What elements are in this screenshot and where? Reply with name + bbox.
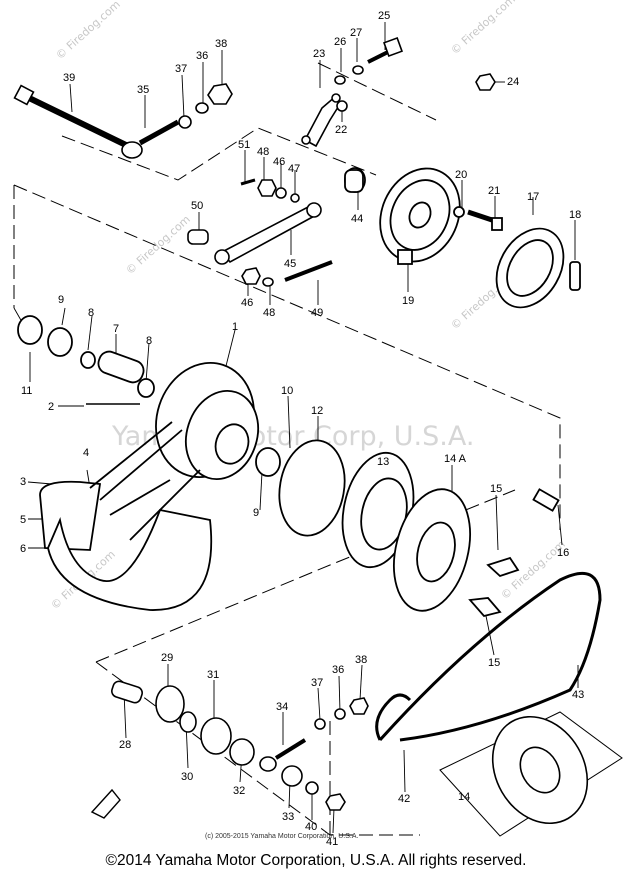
callout-33: 33 bbox=[282, 811, 294, 823]
callout-39: 39 bbox=[63, 72, 75, 84]
firedog-watermark: © Firedog.com bbox=[448, 0, 517, 57]
callout-37: 37 bbox=[175, 63, 187, 75]
callout-36: 36 bbox=[196, 50, 208, 62]
callout-30: 30 bbox=[181, 771, 193, 783]
callout-42: 42 bbox=[398, 793, 410, 805]
callout-38: 38 bbox=[355, 654, 367, 666]
callout-19: 19 bbox=[402, 295, 414, 307]
callout-46: 46 bbox=[273, 156, 285, 168]
callout-32: 32 bbox=[233, 785, 245, 797]
callout-18: 18 bbox=[569, 209, 581, 221]
callout-5: 5 bbox=[20, 514, 26, 526]
callout-14: 14 bbox=[458, 791, 470, 803]
callout-14a: 14 A bbox=[444, 453, 467, 465]
callout-47: 47 bbox=[288, 163, 300, 175]
callout-10: 10 bbox=[281, 385, 293, 397]
callout-15: 15 bbox=[490, 483, 502, 495]
callout-41: 41 bbox=[326, 836, 338, 848]
wheel-hub bbox=[17, 315, 281, 481]
callout-34: 34 bbox=[276, 701, 288, 713]
callout-36: 36 bbox=[332, 664, 344, 676]
copyright-footer: ©2014 Yamaha Motor Corporation, U.S.A. A… bbox=[105, 852, 527, 869]
callout-13: 13 bbox=[377, 456, 389, 468]
callout-38: 38 bbox=[215, 38, 227, 50]
callout-11: 11 bbox=[21, 385, 32, 397]
drive-chain bbox=[375, 571, 602, 742]
front-axle-spacer-group bbox=[111, 680, 369, 811]
firedog-watermark: © Firedog.com bbox=[123, 213, 192, 277]
callout-28: 28 bbox=[119, 739, 131, 751]
callout-12: 12 bbox=[311, 405, 323, 417]
callout-1: 1 bbox=[232, 321, 238, 333]
callout-7: 7 bbox=[113, 323, 119, 335]
callout-45: 45 bbox=[284, 258, 296, 270]
alt-sprocket-inset bbox=[439, 711, 623, 837]
front-arrow-icon bbox=[90, 788, 121, 819]
callout-35: 35 bbox=[137, 84, 149, 96]
callout-6: 6 bbox=[20, 543, 26, 555]
callout-9: 9 bbox=[58, 294, 64, 306]
callout-26: 26 bbox=[334, 36, 346, 48]
callout-49: 49 bbox=[311, 307, 323, 319]
callout-31: 31 bbox=[207, 669, 219, 681]
callout-48: 48 bbox=[257, 146, 269, 158]
callout-22: 22 bbox=[335, 124, 347, 136]
callout-29: 29 bbox=[161, 652, 173, 664]
callout-8: 8 bbox=[88, 307, 94, 319]
callout-16: 16 bbox=[557, 547, 569, 559]
callout-40: 40 bbox=[305, 821, 317, 833]
callout-25: 25 bbox=[378, 10, 390, 22]
brake-backing-plate bbox=[344, 167, 503, 265]
callout-50: 50 bbox=[191, 200, 203, 212]
tire bbox=[39, 421, 213, 611]
callout-15: 15 bbox=[488, 657, 500, 669]
callout-44: 44 bbox=[351, 213, 363, 225]
callout-46: 46 bbox=[241, 297, 253, 309]
callout-23: 23 bbox=[313, 48, 325, 60]
inner-copyright: (c) 2005-2015 Yamaha Motor Corporation, … bbox=[205, 833, 358, 840]
callout-8: 8 bbox=[146, 335, 152, 347]
callout-37: 37 bbox=[311, 677, 323, 689]
callout-27: 27 bbox=[350, 27, 362, 39]
callout-51: 51 bbox=[238, 139, 250, 151]
callout-2: 2 bbox=[48, 401, 54, 413]
callout-21: 21 bbox=[488, 185, 500, 197]
part-callouts: 1 2 3 4 5 6 7 8 8 9 9 10 11 12 13 14 14 … bbox=[20, 10, 584, 848]
brake-shoes bbox=[495, 227, 581, 309]
torque-arm-group bbox=[187, 178, 333, 287]
brake-cam-group bbox=[301, 37, 496, 148]
callout-43: 43 bbox=[572, 689, 584, 701]
callout-24: 24 bbox=[507, 76, 519, 88]
callout-48: 48 bbox=[263, 307, 275, 319]
callout-17: 17 bbox=[527, 191, 539, 203]
rear-axle-assembly bbox=[13, 83, 233, 159]
callout-9: 9 bbox=[253, 507, 259, 519]
callout-20: 20 bbox=[455, 169, 467, 181]
watermarks: Yamaha Motor Corp, U.S.A. © Firedog.com … bbox=[48, 0, 567, 840]
callout-4: 4 bbox=[83, 447, 89, 459]
sprocket-flange bbox=[278, 439, 560, 618]
firedog-watermark: © Firedog.com bbox=[53, 0, 122, 62]
callout-3: 3 bbox=[20, 476, 26, 488]
